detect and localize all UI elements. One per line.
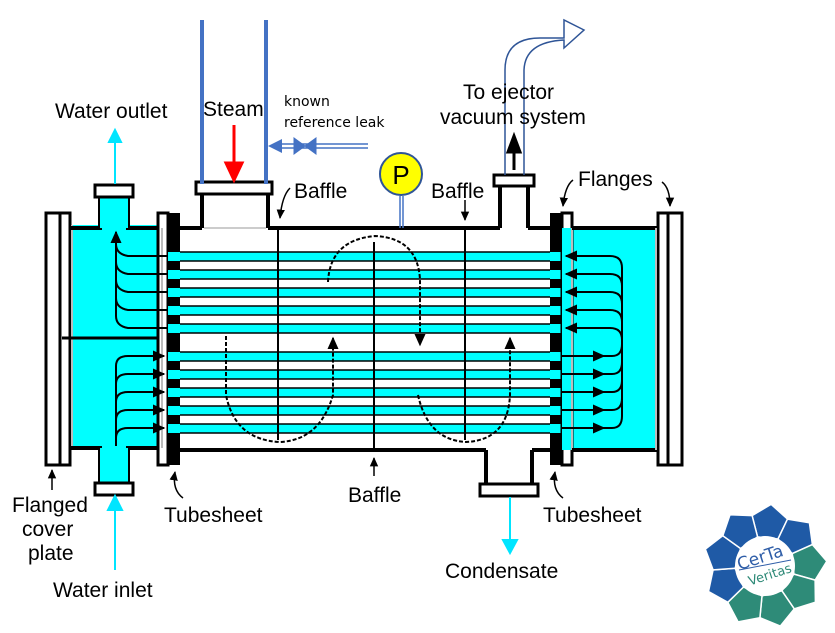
label-baffle-top-right: Baffle	[431, 180, 484, 203]
condensate-arrow-icon	[501, 497, 519, 556]
steam-flow-path	[225, 234, 516, 444]
label-known-leak-1: known	[284, 94, 330, 110]
label-known-leak-2: reference leak	[284, 115, 385, 131]
inflow-line	[115, 404, 166, 446]
tube	[178, 252, 552, 261]
label-water-outlet: Water outlet	[55, 100, 168, 123]
vacuum-pipe-arrow	[504, 18, 586, 175]
label-steam: Steam	[203, 98, 264, 121]
flanged-cover-plate	[44, 211, 62, 467]
label-tubesheet-right: Tubesheet	[543, 504, 642, 527]
reference-leak-piping	[200, 20, 368, 184]
label-baffle-bottom: Baffle	[348, 484, 401, 507]
label-flanged-cover-2: cover	[22, 518, 73, 541]
label-ejector-2: vacuum system	[440, 106, 586, 129]
steam-inlet-flange	[194, 180, 274, 196]
u-turn-line	[564, 250, 623, 429]
tube	[178, 352, 552, 361]
shell	[178, 173, 554, 498]
right-cover-plate	[666, 211, 684, 467]
tube	[178, 270, 552, 279]
inflow-line	[115, 368, 166, 446]
label-baffle-top-left: Baffle	[294, 180, 347, 203]
water-inlet-arrow-icon	[106, 493, 124, 570]
outflow-line	[115, 232, 168, 329]
label-condensate: Condensate	[445, 560, 558, 583]
vacuum-flow-arrow-icon	[505, 131, 523, 170]
label-water-inlet: Water inlet	[53, 579, 153, 602]
inflow-line	[115, 386, 166, 446]
certa-veritas-logo: CerTa Veritas	[704, 503, 828, 628]
label-flanges: Flanges	[578, 168, 653, 191]
steam-arrow-icon	[223, 125, 245, 184]
tube	[178, 424, 552, 433]
leak-arrow-icon	[268, 139, 282, 153]
water-inlet-flange	[93, 481, 135, 497]
inflow-line	[115, 422, 166, 446]
water-flow-arrows	[110, 230, 623, 446]
tube	[178, 306, 552, 315]
tube-bundle	[178, 251, 552, 434]
left-water-box	[44, 183, 170, 497]
right-water-box	[560, 211, 684, 467]
vacuum-nozzle-flange	[492, 173, 536, 188]
label-pointers	[47, 179, 675, 499]
label-flanged-cover-1: Flanged	[12, 494, 88, 517]
tube	[178, 406, 552, 415]
tube	[178, 324, 552, 333]
label-flanged-cover-3: plate	[28, 542, 74, 565]
water-outlet-flange	[93, 183, 135, 199]
water-outlet-arrow-icon	[107, 127, 123, 184]
tube	[178, 370, 552, 379]
pressure-gauge	[379, 152, 423, 196]
valve-icon	[293, 137, 317, 155]
pressure-gauge-label: P	[392, 160, 409, 190]
label-tubesheet-left: Tubesheet	[164, 504, 263, 527]
condensate-nozzle-flange	[478, 482, 540, 498]
tube	[178, 388, 552, 397]
label-ejector-1: To ejector	[463, 81, 554, 104]
inflow-line	[115, 350, 166, 446]
tube	[178, 288, 552, 297]
